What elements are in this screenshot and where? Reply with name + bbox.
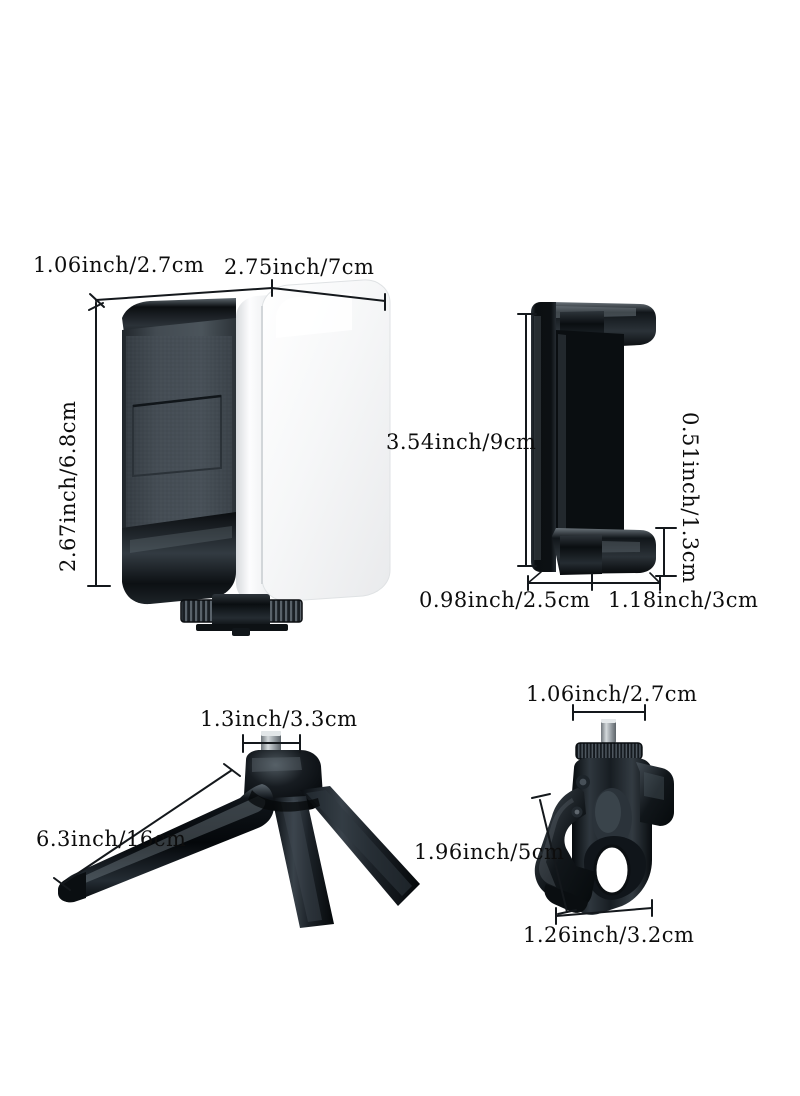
- dimension-label-holder-base-right: 1.18inch/3cm: [608, 588, 759, 612]
- dimension-label-clamp-height: 1.96inch/5cm: [414, 840, 565, 864]
- tripod-dimension-lines: [53, 734, 301, 891]
- dimension-label-led-depth: 1.06inch/2.7cm: [33, 253, 205, 277]
- clamp-dimension-lines: [531, 704, 653, 925]
- mini-tripod-illustration: [58, 731, 420, 928]
- dimension-label-holder-height: 3.54inch/9cm: [386, 430, 537, 454]
- phone-holder-illustration: [531, 302, 656, 575]
- clamp-mount-illustration: [534, 719, 674, 915]
- dimension-label-led-height: 2.67inch/6.8cm: [56, 400, 80, 572]
- dimension-label-tripod-hub-width: 1.3inch/3.3cm: [200, 707, 358, 731]
- led-video-light-illustration: [122, 279, 391, 636]
- dimension-label-clamp-top-width: 1.06inch/2.7cm: [526, 682, 698, 706]
- dimension-label-tripod-leg-span: 6.3inch/16cm: [36, 827, 187, 851]
- holder-dimension-lines: [517, 313, 677, 591]
- dimension-label-clamp-bottom-width: 1.26inch/3.2cm: [523, 923, 695, 947]
- dimension-label-led-width: 2.75inch/7cm: [224, 255, 375, 279]
- led-dimension-lines: [87, 279, 386, 587]
- led-mount-knob: [180, 594, 303, 636]
- dimension-label-holder-jaw-depth: 0.51inch/1.3cm: [678, 412, 702, 584]
- dimension-label-holder-base-left: 0.98inch/2.5cm: [419, 588, 591, 612]
